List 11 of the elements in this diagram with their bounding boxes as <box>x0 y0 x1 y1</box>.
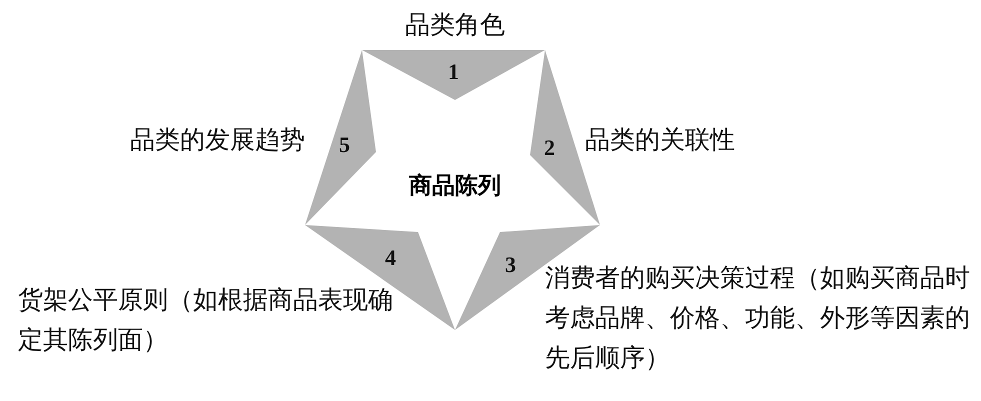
side-label: 品类角色 <box>404 9 506 41</box>
center-label: 商品陈列 <box>405 170 505 201</box>
side-label: 货架公平原则（如根据商品表现确定其陈列面） <box>18 284 393 356</box>
number-label: 1 <box>448 60 459 84</box>
side-label: 品类的关联性 <box>585 124 736 156</box>
number-label: 5 <box>339 133 350 157</box>
number-label: 2 <box>544 136 555 160</box>
number-label: 4 <box>385 246 396 270</box>
side-label: 消费者的购买决策过程（如购买商品时考虑品牌、价格、功能、外形等因素的先后顺序） <box>545 262 970 374</box>
side-label: 品类的发展趋势 <box>129 124 305 156</box>
number-label: 3 <box>505 253 516 277</box>
